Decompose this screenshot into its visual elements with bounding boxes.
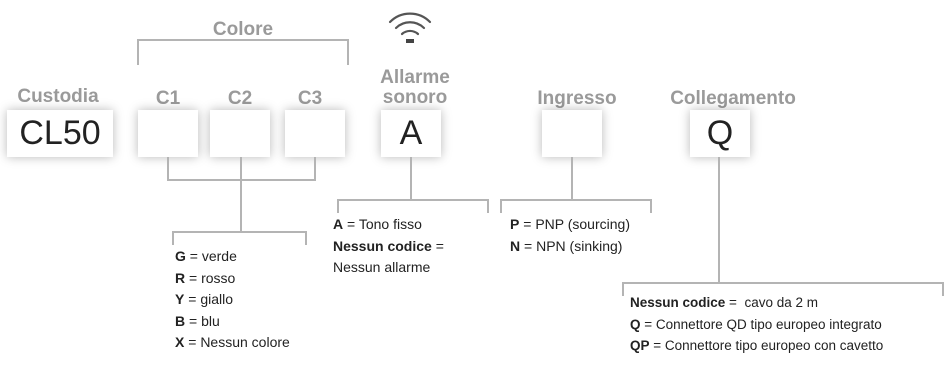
legend-sep: =: [184, 334, 201, 350]
box-custodia: CL50: [7, 110, 113, 157]
box-c1: [138, 110, 198, 157]
legend-item: Nessun allarme: [333, 257, 448, 279]
header-allarme-line2: sonoro: [382, 87, 448, 108]
allarme-stem: [410, 157, 412, 201]
legend-item: A = Tono fisso: [333, 214, 448, 236]
legend-desc: NPN (sinking): [536, 237, 623, 254]
box-allarme: A: [381, 110, 441, 157]
allarme-legend-bracket-right: [487, 199, 489, 213]
colore-bracket-top: [137, 39, 349, 41]
header-custodia: Custodia: [17, 86, 99, 107]
legend-code: B: [175, 312, 186, 329]
legend-desc: blu: [201, 312, 220, 329]
legend-colore: G = verde R = rosso Y = giallo B = blu X…: [175, 246, 290, 354]
legend-code: Nessun codice: [333, 237, 432, 254]
collegamento-stem: [718, 157, 720, 284]
box-ingresso: [542, 110, 602, 157]
box-c3: [285, 110, 345, 157]
collegamento-legend-bracket-right: [942, 282, 944, 296]
colore-bracket-right: [347, 39, 349, 65]
header-ingresso: Ingresso: [537, 88, 617, 109]
legend-item: B = blu: [175, 311, 290, 333]
legend-desc: Nessun colore: [200, 334, 290, 350]
legend-code: Q: [630, 316, 641, 332]
header-allarme-line1: Allarme: [380, 67, 450, 88]
legend-code: QP: [630, 338, 650, 353]
colore-bracket-left: [137, 39, 139, 65]
colore-stem-c2: [240, 157, 242, 181]
legend-sep: =: [185, 312, 202, 329]
legend-code: Y: [175, 291, 185, 307]
legend-sep: =: [520, 237, 537, 254]
colore-stem-c3: [314, 157, 316, 181]
ingresso-legend-bracket: [500, 199, 652, 201]
legend-code: N: [510, 237, 521, 254]
legend-desc: rosso: [201, 269, 236, 286]
legend-collegamento: Nessun codice = cavo da 2 m Q = Connetto…: [630, 292, 883, 357]
box-collegamento: Q: [690, 110, 750, 157]
legend-item: QP = Connettore tipo europeo con cavetto: [630, 335, 883, 357]
legend-item: Q = Connettore QD tipo europeo integrato: [630, 314, 883, 336]
colore-legend-bracket-right: [305, 231, 307, 245]
colore-legend-bracket-left: [172, 231, 174, 245]
legend-desc: PNP (sourcing): [535, 216, 630, 232]
header-collegamento: Collegamento: [670, 88, 796, 109]
legend-sep: =: [431, 237, 448, 254]
legend-item: R = rosso: [175, 268, 290, 290]
ingresso-stem: [571, 157, 573, 201]
legend-sep: =: [725, 295, 745, 310]
legend-sep: =: [519, 216, 536, 232]
legend-item: Y = giallo: [175, 289, 290, 311]
legend-item: X = Nessun colore: [175, 332, 290, 354]
legend-sep: =: [640, 316, 656, 332]
legend-ingresso: P = PNP (sourcing) N = NPN (sinking): [510, 214, 630, 257]
legend-sep: =: [185, 248, 202, 264]
legend-code: X: [175, 334, 185, 350]
legend-item: Nessun codice =: [333, 236, 448, 258]
ingresso-legend-bracket-left: [500, 199, 502, 213]
legend-sep: =: [343, 216, 359, 232]
legend-sep: =: [185, 269, 202, 286]
legend-item: G = verde: [175, 246, 290, 268]
collegamento-legend-bracket: [622, 282, 944, 284]
legend-item: Nessun codice = cavo da 2 m: [630, 292, 883, 314]
colore-stem-c1: [167, 157, 169, 181]
header-c1: C1: [155, 88, 181, 109]
legend-item: N = NPN (sinking): [510, 236, 630, 258]
legend-desc: Connettore tipo europeo con cavetto: [664, 338, 884, 353]
legend-desc: Tono fisso: [358, 216, 422, 232]
legend-desc: giallo: [200, 291, 234, 307]
legend-sep: =: [649, 338, 665, 353]
wireless-sound-icon: [388, 12, 432, 43]
legend-code: Nessun codice: [630, 295, 726, 310]
legend-desc: cavo da 2 m: [744, 295, 818, 310]
legend-desc: Connettore QD tipo europeo integrato: [655, 316, 882, 332]
header-c3: C3: [297, 88, 323, 109]
allarme-legend-bracket: [337, 199, 489, 201]
header-c2: C2: [227, 88, 253, 109]
legend-code: P: [510, 216, 520, 232]
legend-code: R: [175, 269, 186, 286]
box-c2: [210, 110, 270, 157]
colore-stem-down: [240, 179, 242, 233]
header-allarme-sonoro: Allarme sonoro: [365, 68, 465, 108]
legend-code: G: [175, 248, 186, 264]
legend-item: P = PNP (sourcing): [510, 214, 630, 236]
header-colore: Colore: [212, 19, 274, 40]
legend-desc: verde: [201, 248, 237, 264]
colore-legend-bracket: [172, 231, 307, 233]
legend-code: A: [333, 216, 344, 232]
collegamento-legend-bracket-left: [622, 282, 624, 296]
allarme-legend-bracket-left: [337, 199, 339, 213]
legend-desc: Nessun allarme: [333, 259, 431, 275]
legend-sep: =: [184, 291, 201, 307]
legend-allarme: A = Tono fisso Nessun codice = Nessun al…: [333, 214, 448, 279]
ingresso-legend-bracket-right: [650, 199, 652, 213]
